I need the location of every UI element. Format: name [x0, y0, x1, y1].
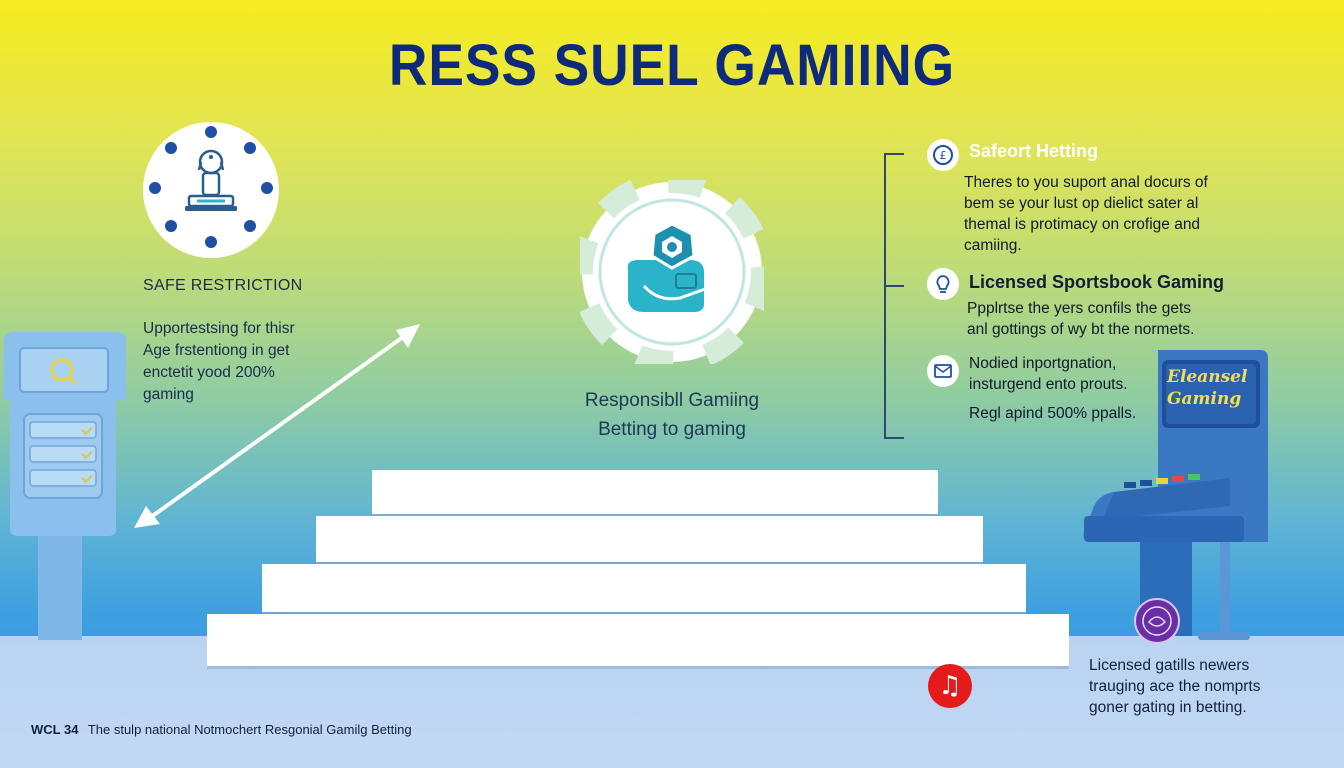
item-title-licensed-sportsbook: Licensed Sportsbook Gaming — [969, 272, 1225, 292]
double-arrow — [134, 324, 420, 528]
stair-step-3 — [262, 564, 1026, 612]
center-caption: Responsibll Gamiing Betting to gaming — [532, 386, 812, 444]
text-line: trauging ace the nomprts — [1089, 678, 1261, 695]
item-body-safe-betting: Theres to you suport anal docurs of bem … — [964, 172, 1208, 256]
text-line: Theres to you suport anal docurs of — [964, 174, 1208, 191]
betting-kiosk-illustration — [4, 332, 126, 640]
badge-dot — [165, 142, 177, 154]
safe-restriction-text: Upportestsing for thisr Age frstentiong … — [143, 318, 353, 406]
timeline-tick — [884, 437, 904, 439]
badge-dot — [244, 220, 256, 232]
badge-dot — [205, 236, 217, 248]
badge-dot — [244, 142, 256, 154]
text-line: Nodied inportgnation, — [969, 355, 1117, 372]
stamp-icon — [185, 149, 237, 211]
mail-icon — [927, 355, 959, 387]
poker-chip-icon — [580, 180, 764, 364]
timeline-line — [884, 153, 886, 439]
text-line: enctetit yood 200% — [143, 364, 275, 381]
safe-restriction-badge — [143, 122, 279, 258]
arcade-screen-text: Eleansel Gaming — [1167, 366, 1248, 416]
svg-text:£: £ — [940, 149, 947, 162]
screen-line: Eleansel — [1167, 367, 1248, 387]
bulb-icon — [927, 268, 959, 300]
text-line: camiing. — [964, 237, 1022, 254]
text-line: Upportestsing for thisr — [143, 320, 295, 337]
safe-restriction-heading: SAFE RESTRICTION — [143, 277, 303, 294]
item-body-licensed-sportsbook: Ppplrtse the yers confils the gets anl g… — [967, 298, 1194, 340]
music-note-icon[interactable]: ♫ — [928, 664, 972, 708]
text-line: Age frstentiong in get — [143, 342, 290, 359]
purple-seal-icon — [1134, 598, 1180, 644]
caption-line: Betting to gaming — [598, 419, 746, 440]
stair-step-4 — [207, 614, 1069, 666]
badge-dot — [149, 182, 161, 194]
footer: WCL 34 The stulp national Notmochert Res… — [31, 722, 412, 737]
arcade-machine-illustration — [1083, 350, 1268, 640]
text-line: Regl apind 500% ppalls. — [969, 405, 1137, 422]
bottom-right-text: Licensed gatills newers trauging ace the… — [1089, 655, 1260, 718]
stair-step-2 — [316, 516, 983, 562]
text-line: insturgend ento prouts. — [969, 376, 1128, 393]
text-line: gaming — [143, 386, 194, 403]
item-body-notified-information: Nodied inportgnation, insturgend ento pr… — [969, 353, 1136, 424]
text-line: Licensed gatills newers — [1089, 657, 1250, 674]
screen-line: Gaming — [1167, 389, 1242, 409]
footer-code: WCL 34 — [31, 722, 79, 737]
text-line: Ppplrtse the yers confils the gets — [967, 300, 1192, 317]
footer-text: The stulp national Notmochert Resgonial … — [87, 722, 412, 737]
timeline-tick — [884, 153, 904, 155]
item-title-safe-betting: Safeort Hetting — [969, 141, 1099, 161]
text-line: bem se your lust op dielict sater al — [964, 195, 1199, 212]
stair-step-1 — [372, 470, 938, 514]
coin-icon: £ — [927, 139, 959, 171]
badge-dot — [165, 220, 177, 232]
timeline-tick — [884, 285, 904, 287]
text-line: themal is protimacy on crofige and — [964, 216, 1201, 233]
badge-dot — [205, 126, 217, 138]
text-line: goner gating in betting. — [1089, 699, 1247, 716]
text-line: anl gottings of wy bt the normets. — [967, 321, 1195, 338]
badge-dot — [261, 182, 273, 194]
page-title: RESS SUEL GAMIING — [388, 33, 956, 98]
caption-line: Responsibll Gamiing — [584, 390, 760, 411]
